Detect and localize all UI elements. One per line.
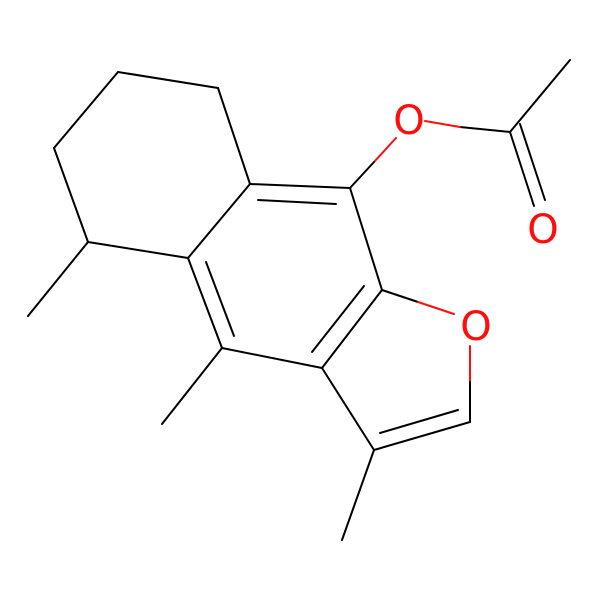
bond-sat-a <box>217 87 251 185</box>
bond-furan-c7a-o-red <box>417 301 455 315</box>
bond-ring-e <box>321 289 383 369</box>
bond-carbonyl-double-a <box>509 131 535 207</box>
bond-furan-c7a-o <box>381 289 419 303</box>
bond-acetyl-methyl <box>509 59 571 133</box>
bond-sat-b <box>117 71 219 89</box>
bond-methyl-3 <box>341 449 375 541</box>
bond-ring-d <box>221 347 323 369</box>
bond-sat-d <box>53 147 89 243</box>
bond-ring-a <box>249 183 351 189</box>
bond-furan-c2-c3 <box>373 421 471 451</box>
bond-ring-e-inner <box>311 285 365 353</box>
bond-ring-a-inner <box>257 199 337 205</box>
bond-ester-o-aryl-red <box>373 137 397 163</box>
bonds <box>27 59 571 541</box>
bond-carbonyl-ester-o <box>459 126 511 133</box>
bond-carbonyl-double-b <box>519 123 546 201</box>
atom-labels: O O O <box>393 98 558 350</box>
bond-sat-c <box>53 71 119 149</box>
ester-oxygen-label: O <box>393 98 424 144</box>
bond-ring-b <box>187 183 251 259</box>
bond-sat-e <box>87 241 189 259</box>
bond-ring-c-inner <box>205 261 235 337</box>
bond-ring-c <box>187 257 223 349</box>
bond-methyl-5 <box>27 241 89 317</box>
bond-ester-o-aryl <box>349 161 375 189</box>
carbonyl-oxygen-label: O <box>527 207 558 253</box>
bond-furan-c3-c3a <box>321 367 375 451</box>
bond-ester-o-segment <box>424 120 461 128</box>
bond-furan-c2-c3-inner <box>379 409 459 434</box>
bond-ring-f <box>349 187 383 291</box>
furan-oxygen-label: O <box>460 304 491 350</box>
bond-methyl-4 <box>161 347 223 425</box>
